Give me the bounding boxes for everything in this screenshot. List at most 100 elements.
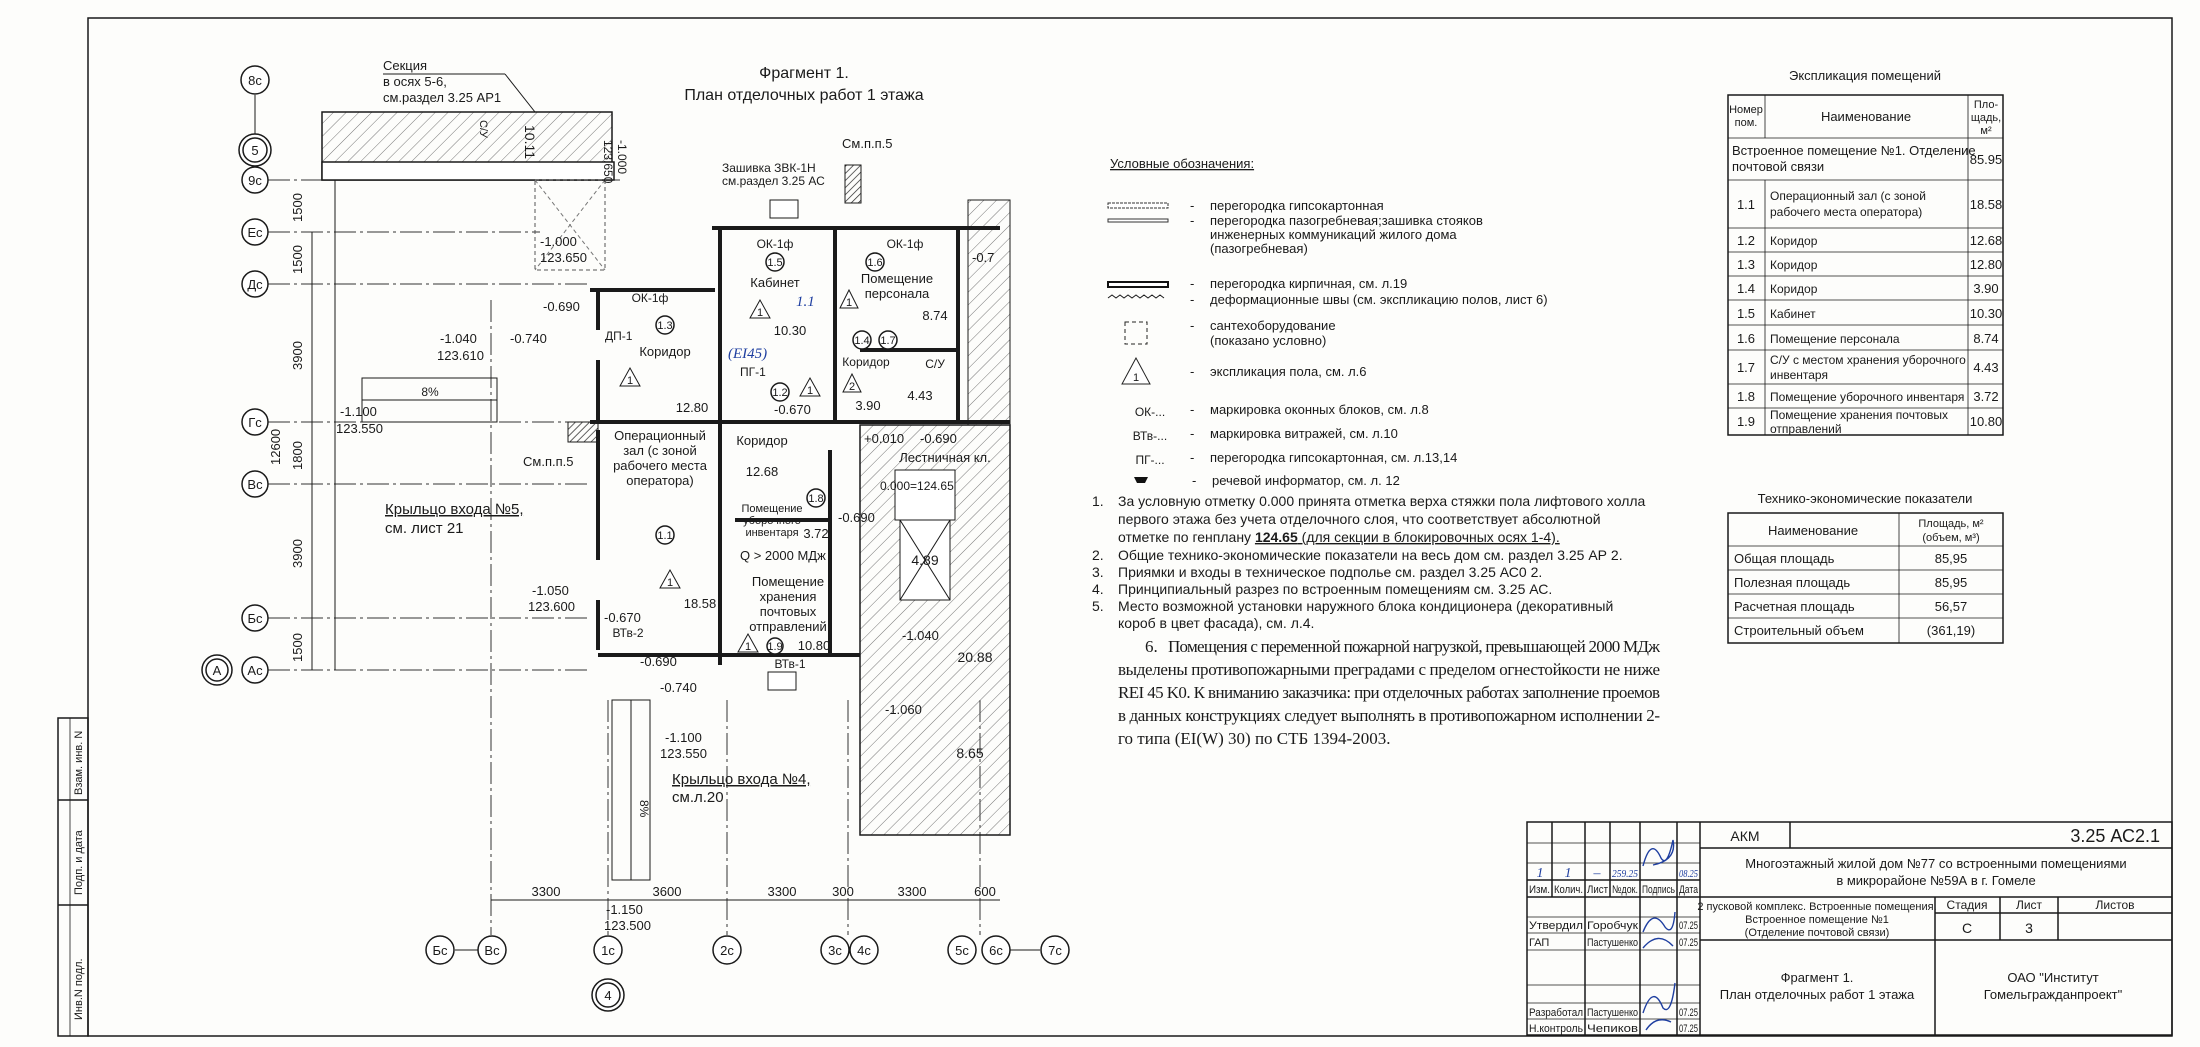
elevation: +0.010 (864, 431, 904, 446)
side-stamp-signature: Подп. и дата (73, 829, 85, 895)
axis-label: 7с (1048, 943, 1062, 958)
person-role: Утвердил (1529, 920, 1583, 932)
legend-item: сантехоборудование (1210, 318, 1336, 333)
title-code: 3.25 АС2.1 (2070, 826, 2160, 846)
explication-title: Экспликация помещений (1789, 68, 1941, 83)
section-callout: в осях 5-6, (383, 74, 447, 89)
axis-label: Гс (248, 415, 262, 430)
cell-num: 1.8 (1737, 389, 1755, 404)
person-role: Разработал (1529, 1007, 1583, 1019)
sheet-frame: Взам. инв. N Подп. и дата Инв.N подл. (57, 17, 2173, 1037)
legend-dash: - (1190, 213, 1194, 228)
title-block: АКМ 3.25 АС2.1 Многоэтажный жилой дом №7… (1526, 821, 2173, 1036)
elevation: -0.690 (640, 654, 677, 669)
dimension-label: 1800 (290, 441, 305, 470)
room-area: 10.30 (774, 323, 807, 338)
room-name: С/У (925, 357, 945, 371)
table-row: 1.7 С/У с местом хранения уборочного инв… (1737, 353, 1999, 382)
window-mark: ОК-1ф (632, 291, 669, 305)
room-area: 3.72 (803, 526, 828, 541)
column-header: щадь, (1971, 112, 2001, 124)
cell-num: 1.2 (1737, 233, 1755, 248)
upper-room-area: 10.11 (522, 125, 538, 159)
legend-item: экспликация пола, см. л.6 (1210, 364, 1367, 379)
legend-dash: - (1190, 292, 1194, 307)
cell-name: Коридор (1770, 234, 1818, 248)
elevation: 123.550 (336, 421, 383, 436)
cell-name: Коридор (1770, 282, 1818, 296)
elevation-zero-box (894, 469, 956, 521)
cell-num: 1.4 (1737, 281, 1755, 296)
legend-dash: - (1190, 450, 1194, 465)
axis-label: 9с (248, 173, 262, 188)
table-row: 1.3 Коридор 12.80 (1737, 257, 2002, 272)
porch-5-callout: Крыльцо входа №5, (385, 501, 524, 518)
dimension-label: 3600 (653, 884, 682, 899)
elevation: 123.550 (660, 746, 707, 761)
legend-sanitary-symbol (1124, 321, 1148, 345)
cell-area: 8.74 (1973, 331, 1998, 346)
dimension-label: 3300 (898, 884, 927, 899)
elevation: 123.500 (604, 918, 651, 933)
elevation: -0.690 (920, 431, 957, 446)
glazing-mark: ВТв-1 (774, 657, 805, 671)
sheet-title: Фрагмент 1. (1781, 970, 1854, 985)
tep-name: Полезная площадь (1734, 575, 1850, 590)
room-area: 18.58 (684, 596, 717, 611)
legend-item: перегородка пазогребневая;зашивка стояко… (1210, 213, 1483, 228)
legend-dash: - (1192, 473, 1196, 488)
column-header: (объем, м³) (1922, 532, 1979, 544)
room-area: 12.80 (676, 400, 709, 415)
person-name: Пастушенко (1587, 937, 1638, 949)
room-name: Коридор (842, 355, 890, 369)
legend-item: перегородка кирпичная, см. л.19 (1210, 276, 1407, 291)
table-row: 1.8 Помещение уборочного инвентаря 3.72 (1737, 389, 1999, 404)
note-text-part: (для секции в блокировочных осях 1-4). (1298, 529, 1560, 545)
person-date: 07.25 (1679, 1007, 1698, 1019)
note-number: 5. (1092, 598, 1104, 614)
note-text-part: отметке по генплану (1118, 529, 1255, 545)
radiator (769, 199, 799, 219)
elevation: -0.670 (774, 402, 811, 417)
floor-mark: 1 (745, 641, 751, 653)
person-name: Пастушенко (1587, 1007, 1638, 1019)
axis-label: А (213, 663, 222, 678)
room-name: Коридор (736, 433, 787, 448)
stairwell-area: 4.89 (911, 552, 938, 568)
project-title: в микрорайоне №59А в г. Гомеле (1836, 873, 2035, 888)
table-row: 1.9 Помещение хранения почтовых отправле… (1737, 408, 2002, 436)
rev-header: Колич. (1554, 884, 1583, 896)
table-row: 1.1 Операционный зал (с зоной рабочего м… (1737, 189, 2002, 219)
cell-area: 3.72 (1973, 389, 1998, 404)
side-stamp-replaced: Взам. инв. N (73, 731, 85, 795)
room-name: уборочного (743, 515, 801, 527)
axis-label: Дс (247, 277, 263, 292)
tep-value: (361,19) (1927, 623, 1975, 638)
person-date: 07.25 (1679, 937, 1698, 949)
organization: ОАО "Институт (2007, 970, 2098, 985)
rev-header: №док. (1612, 884, 1638, 896)
stage-header: Стадия (1947, 898, 1988, 912)
cell-name: отправлений (1770, 422, 1842, 436)
porch-5-callout: см. лист 21 (385, 520, 464, 537)
note-elevation-value: 124.65 (1255, 529, 1298, 545)
cell-area: 12.80 (1970, 257, 2003, 272)
rev-header: Подпись (1642, 884, 1675, 896)
note-text: За условную отметку 0.000 принята отметк… (1118, 493, 1646, 509)
floor-mark: 2 (849, 381, 855, 393)
legend-item: (показано условно) (1210, 333, 1326, 348)
cell-area: 10.80 (1970, 414, 2003, 429)
dimension-label: 12600 (268, 429, 283, 465)
legend-title: Условные обозначения: (1110, 156, 1254, 171)
note-text: REI 45 K0. К вниманию заказчика: при отд… (1118, 683, 1660, 702)
legend-dash: - (1190, 426, 1194, 441)
dimension-label: 3900 (290, 341, 305, 370)
tep-value: 56,57 (1935, 599, 1968, 614)
note-text: выделены противопожарными преградами с п… (1118, 660, 1660, 679)
stairwell-area: 20.88 (957, 649, 992, 665)
cell-name: Операционный зал (с зоной (1770, 189, 1926, 203)
cell-name: рабочего места оператора) (1770, 205, 1922, 219)
person-date: 07.25 (1679, 1023, 1698, 1035)
axis-label: Ес (247, 225, 263, 240)
cell-num: 1.5 (1737, 306, 1755, 321)
